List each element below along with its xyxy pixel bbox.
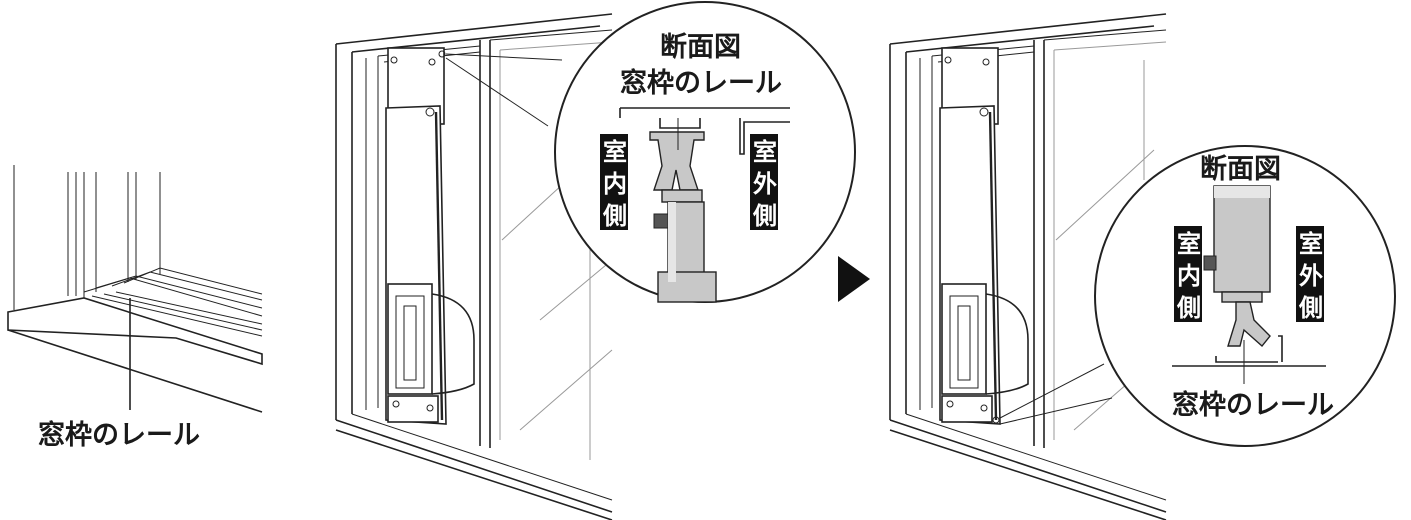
- callout1-title: 断面図: [660, 32, 741, 63]
- window-before-illustration: [335, 13, 613, 520]
- svg-text:内: 内: [603, 170, 627, 198]
- callout2-rail-label: 窓枠のレール: [1172, 389, 1334, 421]
- indoor-tag-1: [600, 134, 628, 230]
- cross-section-callout-bottom: [1094, 145, 1396, 447]
- window-after-illustration: [889, 13, 1167, 520]
- right-triangle-arrow-icon: [838, 256, 870, 302]
- svg-text:側: 側: [1176, 294, 1201, 322]
- indoor-tag-2: [1174, 226, 1202, 322]
- svg-text:室: 室: [603, 138, 627, 166]
- svg-text:側: 側: [1298, 294, 1323, 322]
- rail-label-left: 窓枠のレール: [38, 419, 200, 451]
- callout1-rail-label: 窓枠のレール: [620, 67, 782, 99]
- svg-text:側: 側: [752, 202, 777, 230]
- svg-text:外: 外: [1299, 262, 1323, 290]
- svg-text:室: 室: [1177, 230, 1201, 258]
- svg-text:外: 外: [753, 170, 777, 198]
- callout2-title: 断面図: [1200, 154, 1281, 185]
- outdoor-tag-2: [1296, 226, 1324, 322]
- outdoor-tag-1: [750, 134, 778, 230]
- svg-text:室: 室: [753, 138, 777, 166]
- svg-text:側: 側: [602, 202, 627, 230]
- sill-closeup-illustration: [7, 165, 263, 413]
- cross-section-callout-top: [554, 1, 856, 303]
- svg-text:内: 内: [1177, 262, 1201, 290]
- svg-text:室: 室: [1299, 230, 1323, 258]
